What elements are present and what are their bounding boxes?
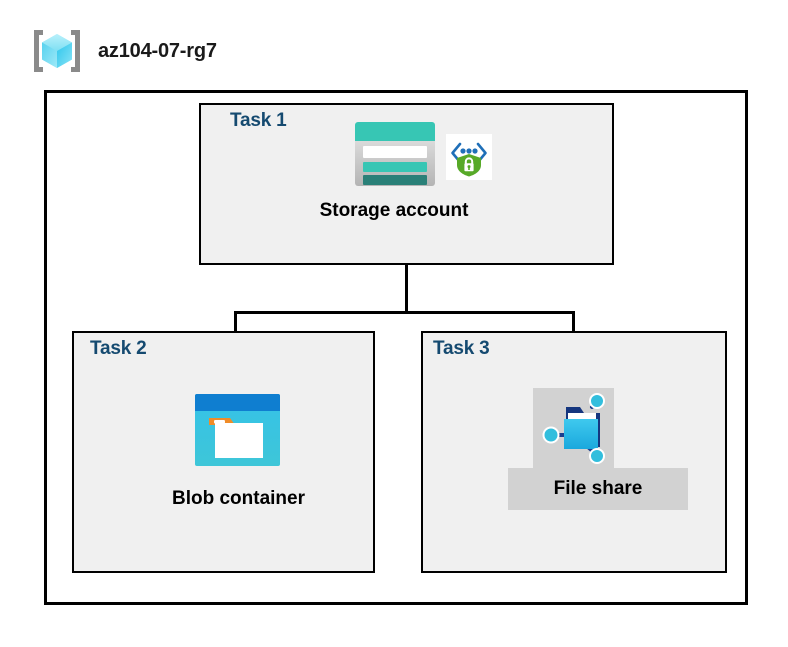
resource-group-header: az104-07-rg7 xyxy=(30,26,217,76)
blob-container-label: Blob container xyxy=(171,488,305,509)
task-3-label: Task 3 xyxy=(433,338,490,359)
secure-endpoint-shield-icon xyxy=(446,134,492,180)
file-share-icon xyxy=(536,391,612,465)
file-share-label: File share xyxy=(553,478,643,499)
file-share-label-backdrop xyxy=(508,468,688,510)
blob-container-icon xyxy=(193,392,282,468)
resource-group-name: az104-07-rg7 xyxy=(98,39,217,62)
storage-account-label: Storage account xyxy=(319,200,469,221)
task-1-label: Task 1 xyxy=(230,110,287,131)
task-2-label: Task 2 xyxy=(90,338,147,359)
storage-account-icon xyxy=(352,120,438,188)
connector-horizontal-bus xyxy=(234,311,575,314)
resource-group-cube-icon xyxy=(30,26,84,76)
